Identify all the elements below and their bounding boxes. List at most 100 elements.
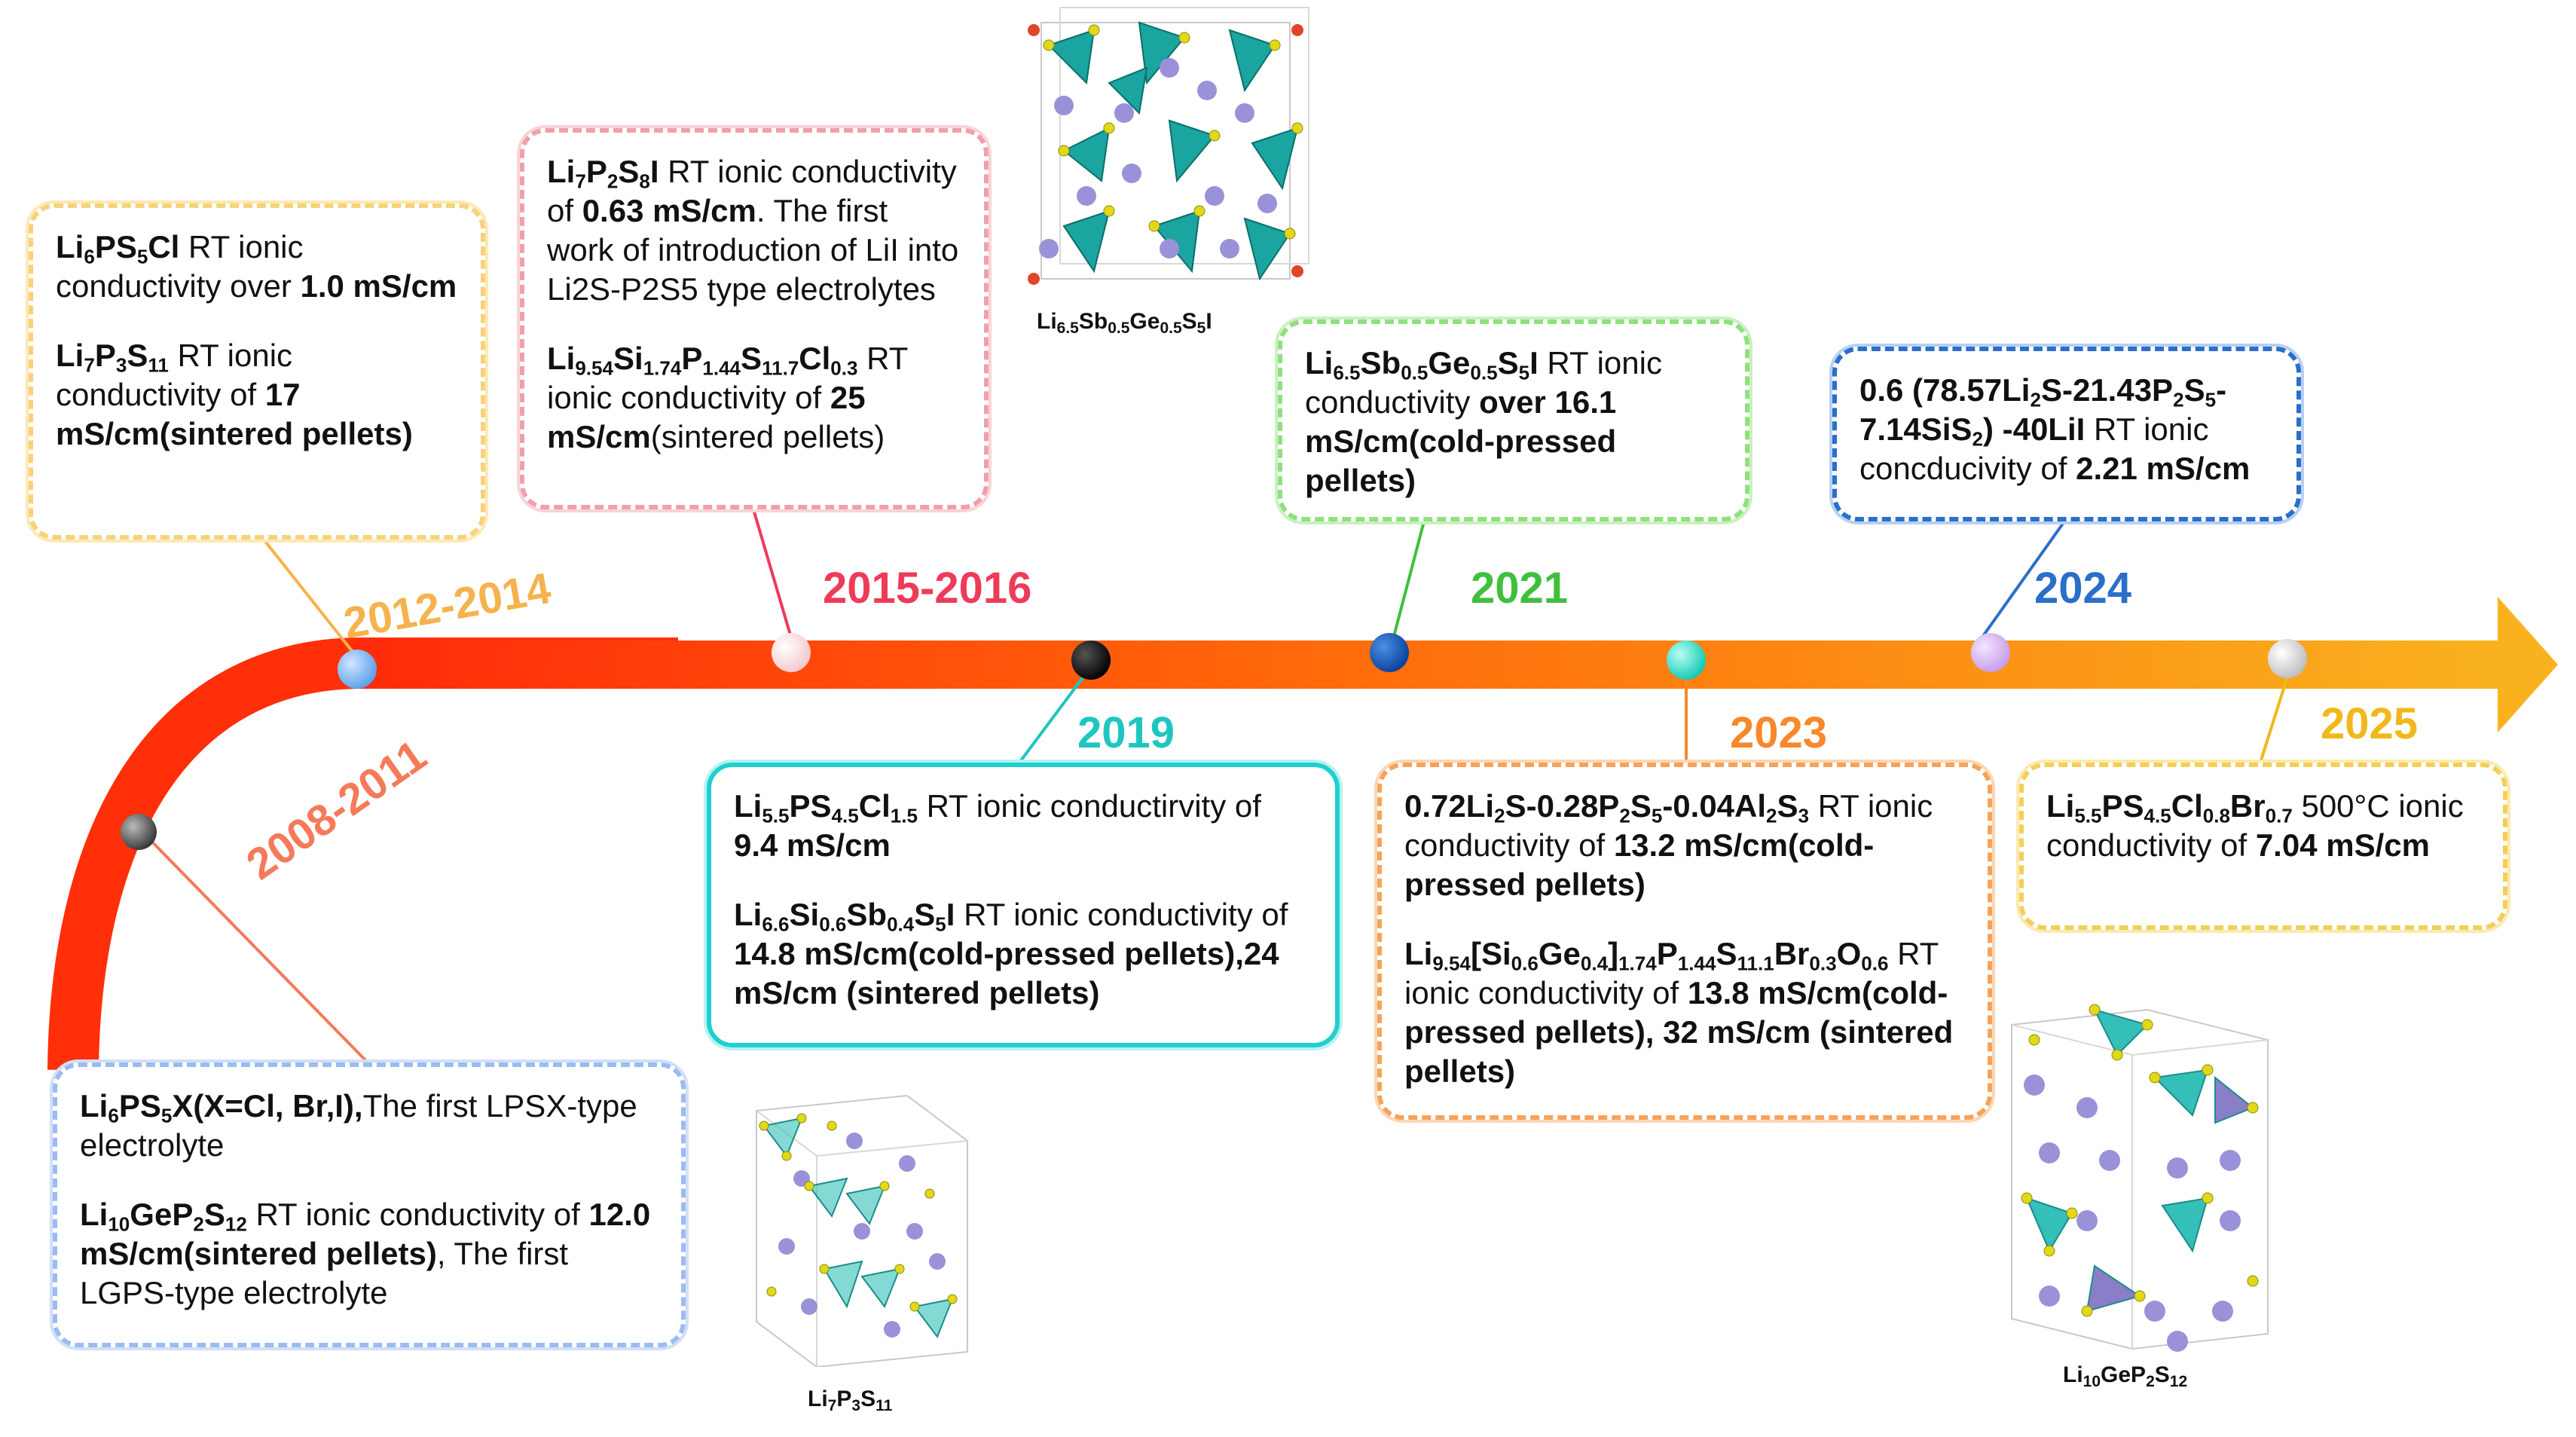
formula: Li6.6Si0.6Sb0.4S5I <box>734 897 955 936</box>
formula-subscript: 2 <box>1766 804 1777 827</box>
formula-subscript: 0.5 <box>1160 319 1182 337</box>
formula-subscript: 6.5 <box>1333 361 1361 384</box>
crystal-structure-image-3 <box>2011 1004 2269 1352</box>
formula: Li10GeP2S12 <box>80 1197 247 1236</box>
structure-caption-1: Li6.5Sb0.5Ge0.5S5I <box>1037 309 1212 337</box>
formula-subscript: 12 <box>225 1212 247 1236</box>
formula: 0.6 (78.57Li2S-21.43P2S5-7.14SiS2) -40Li… <box>1859 372 2227 451</box>
entry-value: 7.04 mS/cm <box>2255 827 2430 863</box>
year-label-2023: 2023 <box>1730 708 1828 757</box>
milestone-dot-2019 <box>1071 641 1111 680</box>
formula-subscript: 2 <box>2173 388 2184 411</box>
crystal-structure-image-1 <box>1028 7 1309 285</box>
milestone-dot-2015 <box>772 633 811 672</box>
formula-subscript: 5 <box>136 245 148 268</box>
formula-subscript: 12 <box>2169 1372 2188 1390</box>
formula-subscript: 3 <box>851 1396 861 1414</box>
formula-subscript: 0.5 <box>1470 361 1498 384</box>
formula: Li6PS5X(X=Cl, Br,I), <box>80 1088 363 1127</box>
timeline-arrow-bar <box>354 641 2501 689</box>
formula-subscript: 11 <box>148 353 169 377</box>
formula-subscript: 9.54 <box>1432 952 1471 975</box>
milestone-dot-2025 <box>2268 639 2307 678</box>
formula-subscript: 3 <box>1798 804 1810 827</box>
formula-subscript: 10 <box>108 1212 130 1236</box>
entry-text: RT ionic conductivity of <box>1404 788 1933 863</box>
connector-2019 <box>1016 675 1085 767</box>
formula-subscript: 6 <box>84 245 95 268</box>
entry-value: 13.2 mS/cm(cold-pressed pellets) <box>1404 827 1875 902</box>
timeline-arrow-head <box>2498 597 2558 732</box>
formula-subscript: 0.6 <box>819 913 847 936</box>
formula-subscript: 0.3 <box>1809 952 1837 975</box>
formula-subscript: 4.5 <box>831 804 859 827</box>
formula-subscript: 9.54 <box>575 356 613 380</box>
formula-subscript: 5 <box>935 913 946 936</box>
formula: Li9.54Si1.74P1.44S11.7Cl0.3 <box>547 341 858 380</box>
formula-subscript: 7 <box>827 1396 837 1414</box>
formula-subscript: 5.5 <box>2074 804 2102 827</box>
entry-text: , The first LGPS-type electrolyte <box>80 1236 569 1310</box>
milestone-box-2021: Li6.5Sb0.5Ge0.5S5I RT ionic conductivity… <box>1278 320 1749 521</box>
entry-value: 9.4 mS/cm <box>734 827 891 863</box>
formula-subscript: 2 <box>193 1212 204 1236</box>
formula-subscript: 11.7 <box>762 356 799 380</box>
milestone-dot-2021 <box>1370 633 1409 672</box>
entry-value: 2.21 mS/cm <box>2076 451 2251 486</box>
year-label-2015: 2015-2016 <box>823 564 1032 613</box>
entry-value: 13.8 mS/cm(cold-pressed pellets), 32 mS/… <box>1404 975 1954 1089</box>
formula-subscript: 0.4 <box>887 913 915 936</box>
formula-subscript: 5 <box>160 1104 173 1127</box>
entry-text: RT ionic conductirvity of <box>917 788 1261 824</box>
formula: Li5.5PS4.5Cl0.8Br0.7 <box>2046 788 2293 827</box>
entry-value: 25 mS/cm <box>547 380 866 454</box>
connector-2025 <box>2259 676 2289 763</box>
entry-value: 14.8 mS/cm(cold-pressed pellets),24 mS/c… <box>734 936 1279 1010</box>
entry-value: 1.0 mS/cm <box>300 268 457 304</box>
structure-caption-2: Li7P3S11 <box>808 1387 893 1414</box>
milestone-dot-2012 <box>338 650 377 689</box>
formula: Li6.5Sb0.5Ge0.5S5I <box>1305 345 1539 384</box>
connector-2012 <box>262 538 357 657</box>
formula-subscript: 4.5 <box>2144 804 2171 827</box>
milestone-box-2023: 0.72Li2S-0.28P2S5-0.04Al2S3 RT ionic con… <box>1377 763 1992 1120</box>
formula-subscript: 1.44 <box>1677 952 1716 975</box>
milestone-dot-2024 <box>1971 633 2010 672</box>
formula-subscript: 6.5 <box>1056 319 1079 337</box>
entry-value: over 16.1 mS/cm(cold-pressed pellets) <box>1305 384 1617 498</box>
formula-subscript: 5 <box>1651 804 1663 827</box>
entry-text: RT ionic conductivity of <box>955 897 1288 932</box>
formula-subscript: 11.1 <box>1737 952 1774 975</box>
year-label-2025: 2025 <box>2321 699 2419 748</box>
formula-subscript: 2 <box>2030 388 2041 411</box>
connector-2021 <box>1391 521 1426 643</box>
entry-text: 500°C ionic conductivity of <box>2046 788 2464 863</box>
entry-text: . The first work of introduction of LiI … <box>547 193 959 307</box>
formula-subscript: 1.5 <box>890 804 918 827</box>
year-label-2024: 2024 <box>2034 564 2132 613</box>
entry-text: RT ionic conductivity of <box>1404 936 1939 1010</box>
entry-text: The first LPSX-type electrolyte <box>80 1088 637 1163</box>
formula-subscript: 1.74 <box>643 356 682 380</box>
entry-text: RT ionic conductivity over <box>56 229 304 304</box>
crystal-structure-image-2 <box>756 1094 968 1367</box>
formula-subscript: 5.5 <box>762 804 790 827</box>
timeline-curve <box>47 637 678 1071</box>
formula-subscript: 2 <box>1972 427 1983 451</box>
formula: 0.72Li2S-0.28P2S5-0.04Al2S3 <box>1404 788 1810 827</box>
milestone-box-2012: Li6PS5Cl RT ionic conductivity over 1.0 … <box>29 203 485 540</box>
formula-subscript: 0.4 <box>1580 952 1609 975</box>
connector-2024 <box>1982 520 2066 637</box>
entry-value: 0.63 mS/cm <box>582 193 756 228</box>
formula-subscript: 7 <box>575 170 586 193</box>
formula-subscript: 0.7 <box>2265 804 2293 827</box>
entry-text: RT ionic conductivity of <box>547 154 957 228</box>
formula: Li5.5PS4.5Cl1.5 <box>734 788 918 827</box>
milestone-dot-2008 <box>121 814 157 850</box>
connector-2015 <box>752 509 793 638</box>
connector-2008 <box>142 831 371 1066</box>
structure-caption-3: Li10GeP2S12 <box>2063 1362 2188 1390</box>
formula: Li7P3S11 <box>56 338 169 377</box>
formula-subscript: 2 <box>2146 1372 2155 1390</box>
